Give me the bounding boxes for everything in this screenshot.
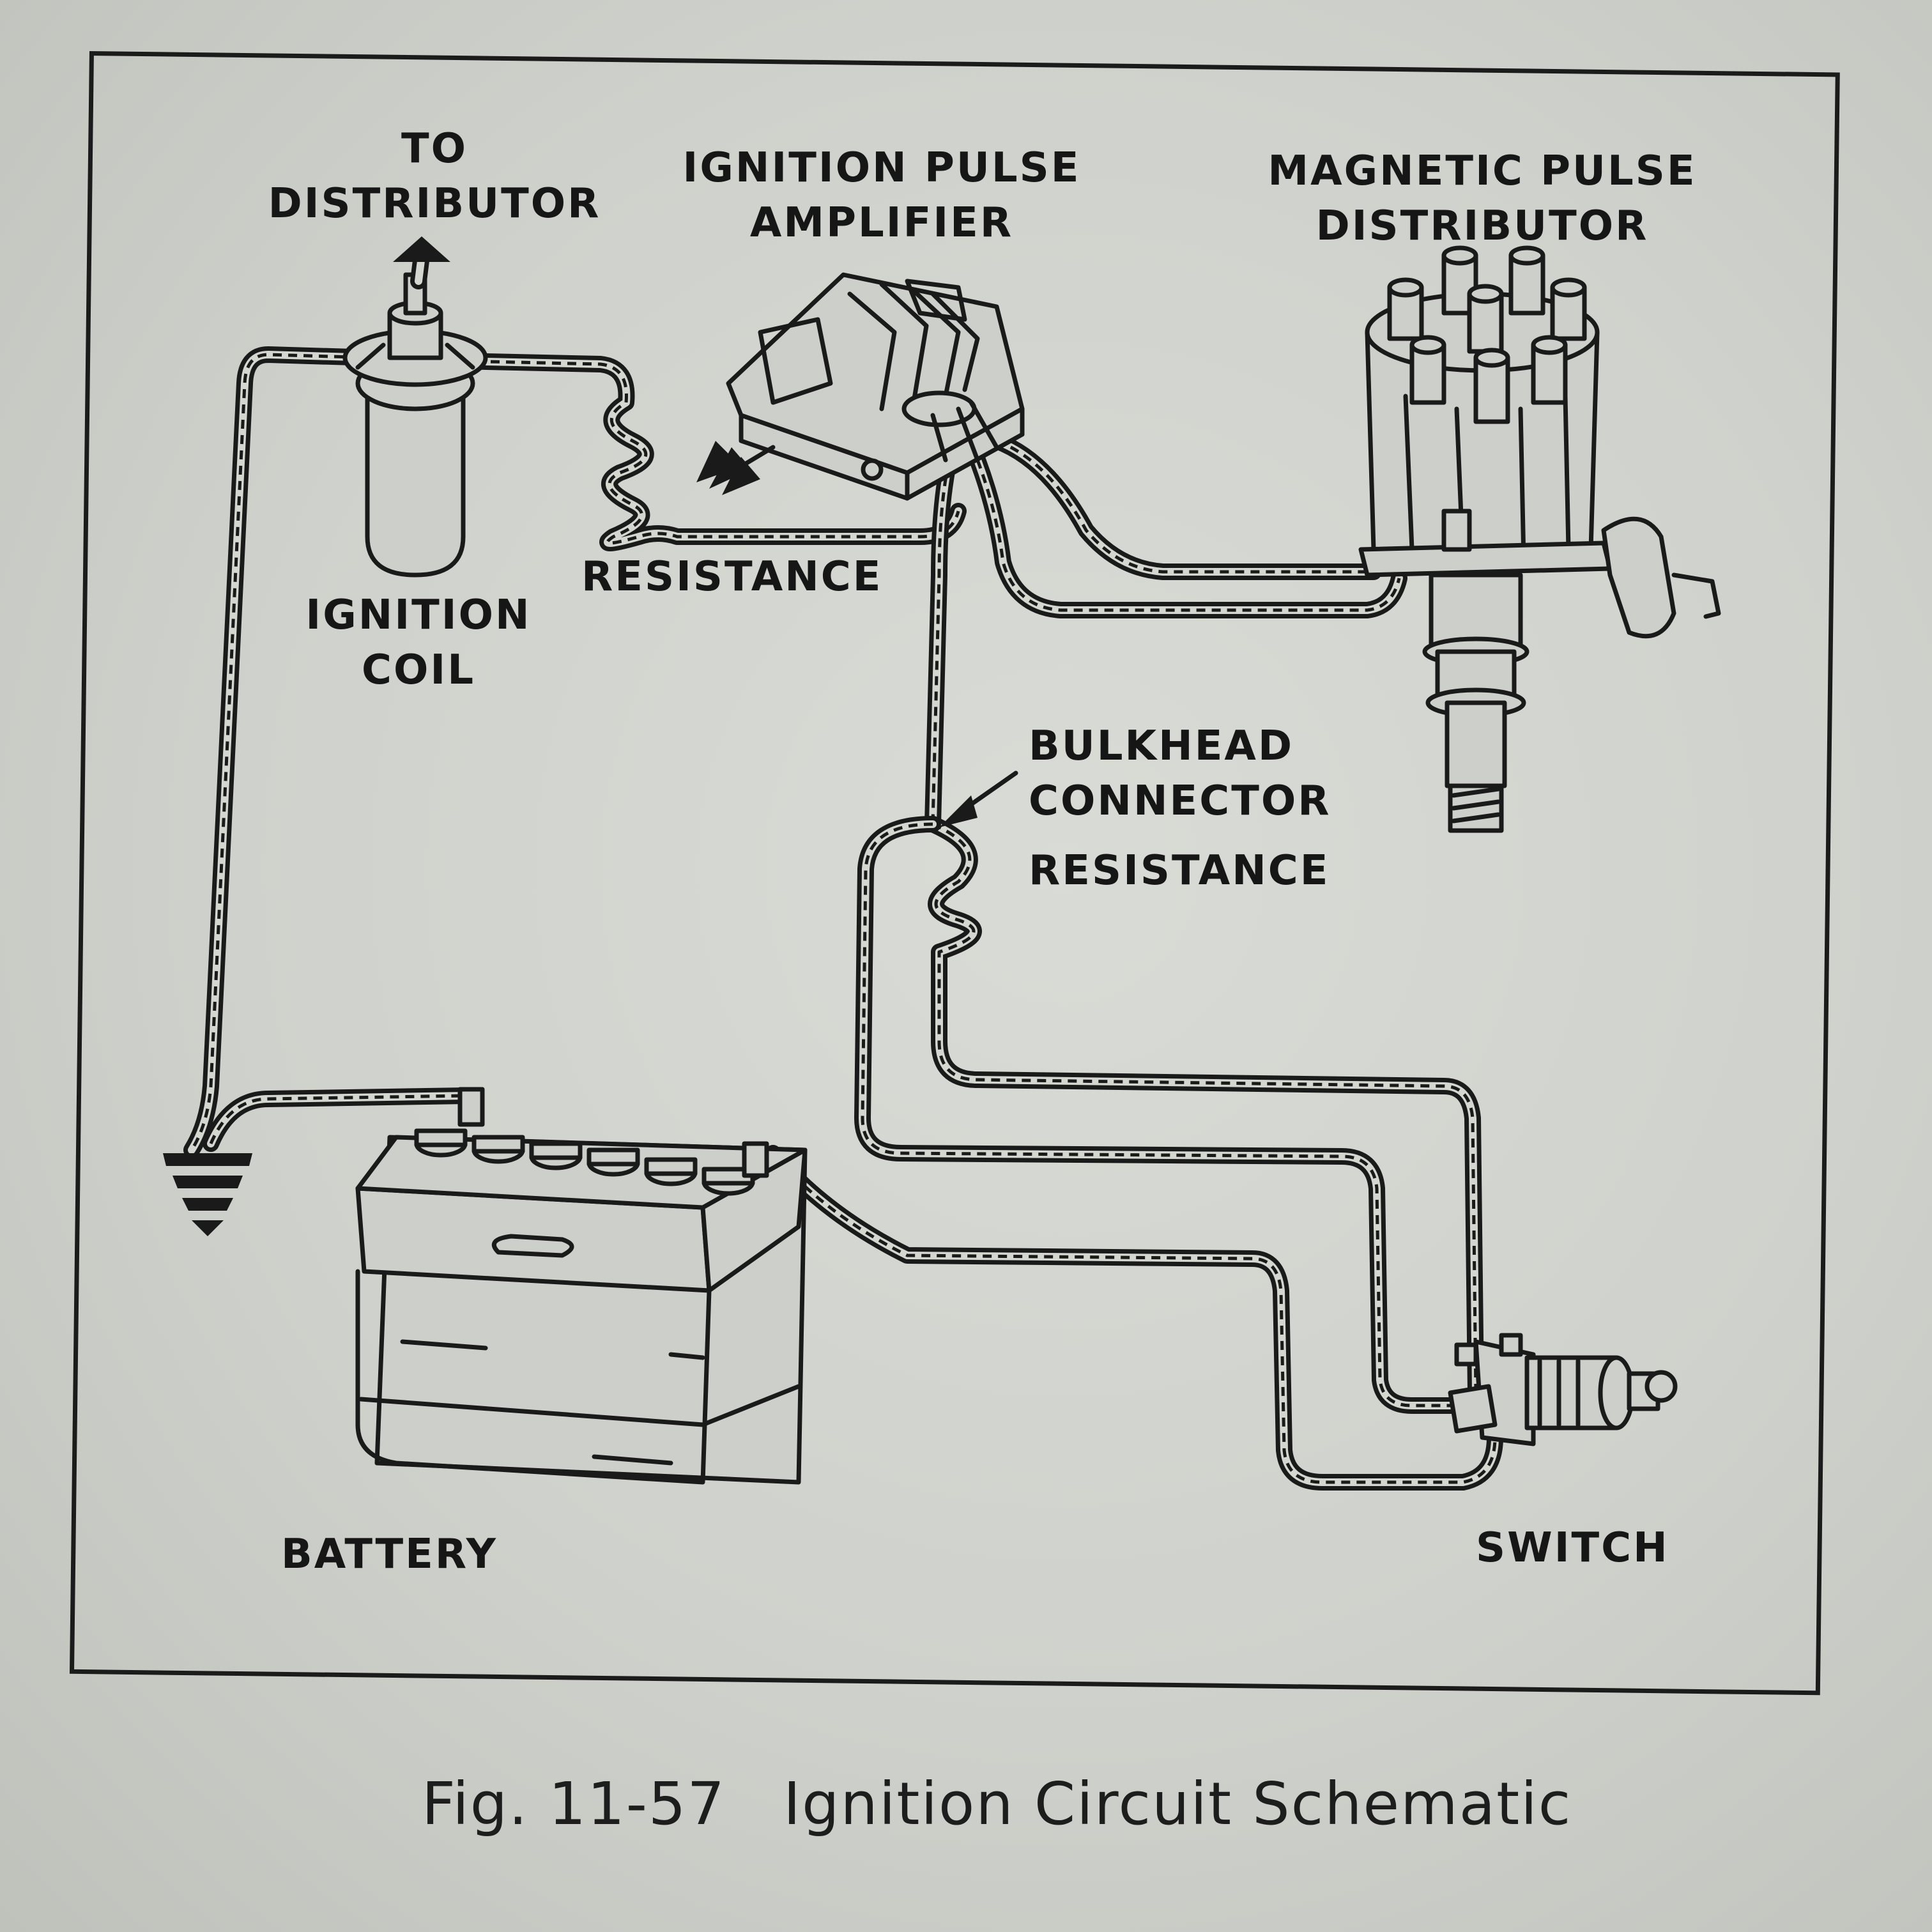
battery-caps — [414, 1128, 755, 1196]
ignition-coil — [342, 272, 488, 578]
wire-coil-to-ground — [183, 346, 382, 1158]
amplifier-ground-symbol — [696, 441, 776, 495]
label-resistance-upper: RESISTANCE — [581, 553, 883, 601]
wire-ground-to-battery — [203, 1087, 475, 1152]
wire-amplifier-to-bulkhead — [924, 439, 960, 832]
ignition-switch — [1448, 1333, 1678, 1446]
battery-negative-post — [457, 1087, 485, 1127]
battery-positive-post — [742, 1141, 769, 1178]
figure-caption: Fig. 11-57 Ignition Circuit Schematic — [422, 1770, 1572, 1838]
label-to-distributor: TO DISTRIBUTOR — [268, 125, 601, 227]
ignition-pulse-amplifier — [726, 272, 1025, 501]
wire-battery-to-switch — [765, 1145, 1503, 1491]
arrow-to-distributor — [393, 236, 450, 289]
label-switch: SWITCH — [1476, 1524, 1669, 1572]
label-ignition-pulse-amplifier: IGNITION PULSE AMPLIFIER — [682, 144, 1081, 247]
label-resistance-lower: RESISTANCE — [1029, 847, 1330, 894]
label-battery: BATTERY — [281, 1531, 498, 1578]
label-ignition-coil: IGNITION COIL — [305, 592, 532, 694]
wire-bulkhead-resistance-to-switch — [924, 816, 1484, 1401]
wire-bulkhead-loop-to-switch — [854, 816, 1478, 1414]
wire-coil-resistance-amplifier — [452, 353, 967, 551]
label-bulkhead-connector: BULKHEAD CONNECTOR — [1029, 723, 1331, 825]
battery — [355, 1087, 808, 1485]
wire-amplifier-to-distributor — [969, 433, 1407, 618]
label-magnetic-pulse-distributor: MAGNETIC PULSE DISTRIBUTOR — [1268, 148, 1697, 250]
distributor-towers — [1387, 245, 1587, 424]
figure-title: Ignition Circuit Schematic — [783, 1770, 1572, 1838]
magnetic-pulse-distributor — [1358, 245, 1721, 833]
figure-number: Fig. 11-57 — [422, 1770, 726, 1838]
bulkhead-pointer-arrow — [939, 770, 1018, 827]
ground-symbol — [163, 1153, 252, 1236]
